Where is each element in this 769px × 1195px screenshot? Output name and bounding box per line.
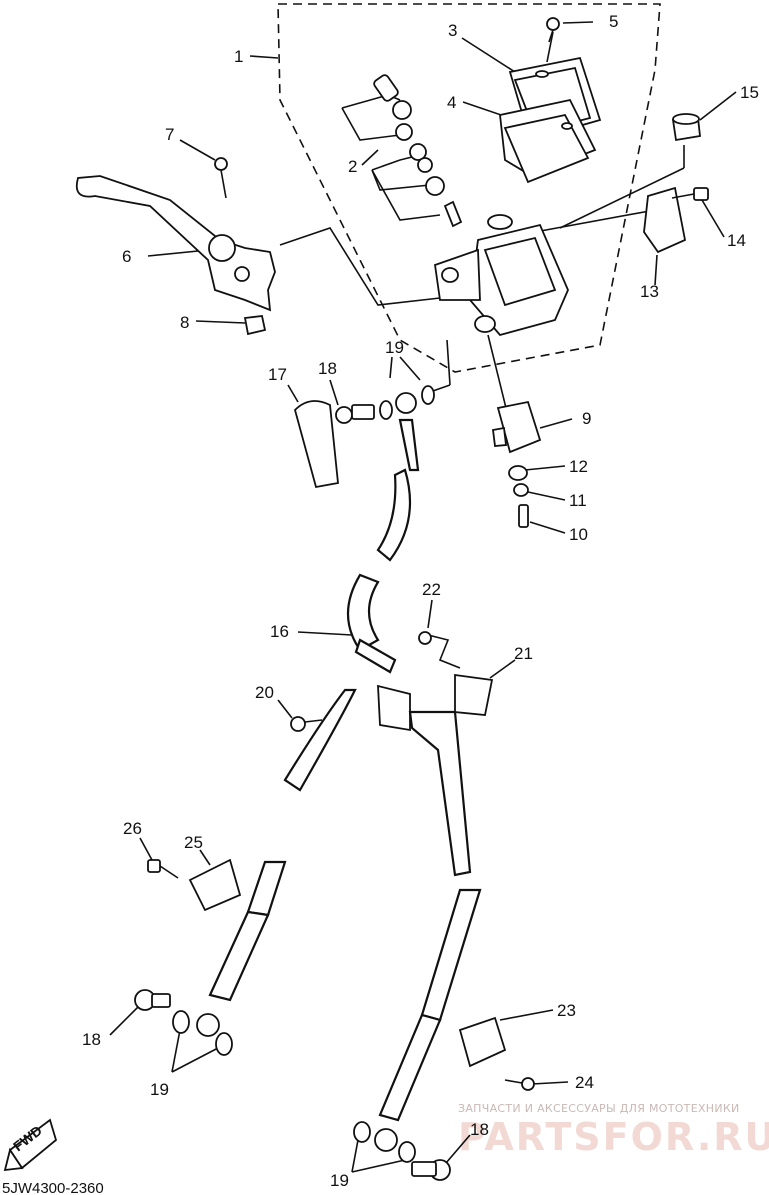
callout-19-right: 19 bbox=[330, 1171, 349, 1190]
callout-26: 26 bbox=[123, 819, 142, 838]
callout-6: 6 bbox=[122, 247, 131, 266]
callout-22: 22 bbox=[422, 580, 441, 599]
lower-right-hose bbox=[353, 888, 535, 1181]
callout-16: 16 bbox=[270, 622, 289, 641]
master-cylinder-assembly bbox=[373, 17, 709, 528]
callout-10: 10 bbox=[569, 525, 588, 544]
callout-9: 9 bbox=[582, 409, 591, 428]
callout-18-right: 18 bbox=[470, 1120, 489, 1139]
callout-numbers: 1 2 3 4 5 6 7 8 9 10 11 12 13 14 15 16 1… bbox=[82, 12, 759, 1190]
drawing-code: 5JW4300-2360 bbox=[2, 1180, 104, 1195]
callout-20: 20 bbox=[255, 683, 274, 702]
callout-24: 24 bbox=[575, 1073, 594, 1092]
callout-3: 3 bbox=[448, 21, 457, 40]
watermark: ЗАПЧАСТИ И АКСЕССУАРЫ ДЛЯ МОТОТЕХНИКИ PA… bbox=[458, 1102, 769, 1159]
callout-14: 14 bbox=[727, 231, 746, 250]
lower-left-hose bbox=[134, 858, 287, 1056]
callout-19-upper: 19 bbox=[385, 338, 404, 357]
callout-21: 21 bbox=[514, 644, 533, 663]
upper-brake-hose bbox=[293, 385, 435, 674]
watermark-logo: PARTSFOR.RU bbox=[458, 1115, 769, 1159]
callout-12: 12 bbox=[569, 457, 588, 476]
callout-4: 4 bbox=[447, 93, 456, 112]
callout-5: 5 bbox=[609, 12, 618, 31]
callout-2: 2 bbox=[348, 157, 357, 176]
brake-lever bbox=[75, 157, 276, 336]
callout-18-upper: 18 bbox=[318, 359, 337, 378]
callout-19-left: 19 bbox=[150, 1080, 169, 1099]
assembly-outline bbox=[277, 3, 661, 373]
callout-17: 17 bbox=[268, 365, 287, 384]
callout-15: 15 bbox=[740, 83, 759, 102]
callout-23: 23 bbox=[557, 1001, 576, 1020]
callout-13: 13 bbox=[640, 282, 659, 301]
watermark-caption: ЗАПЧАСТИ И АКСЕССУАРЫ ДЛЯ МОТОТЕХНИКИ bbox=[458, 1102, 740, 1115]
callout-7: 7 bbox=[165, 125, 174, 144]
callout-25: 25 bbox=[184, 833, 203, 852]
callout-1: 1 bbox=[234, 47, 243, 66]
callout-8: 8 bbox=[180, 313, 189, 332]
callout-18-left: 18 bbox=[82, 1030, 101, 1049]
fwd-arrow: FWD bbox=[3, 1118, 58, 1172]
callout-11: 11 bbox=[569, 491, 587, 510]
hose-joint bbox=[283, 631, 494, 877]
